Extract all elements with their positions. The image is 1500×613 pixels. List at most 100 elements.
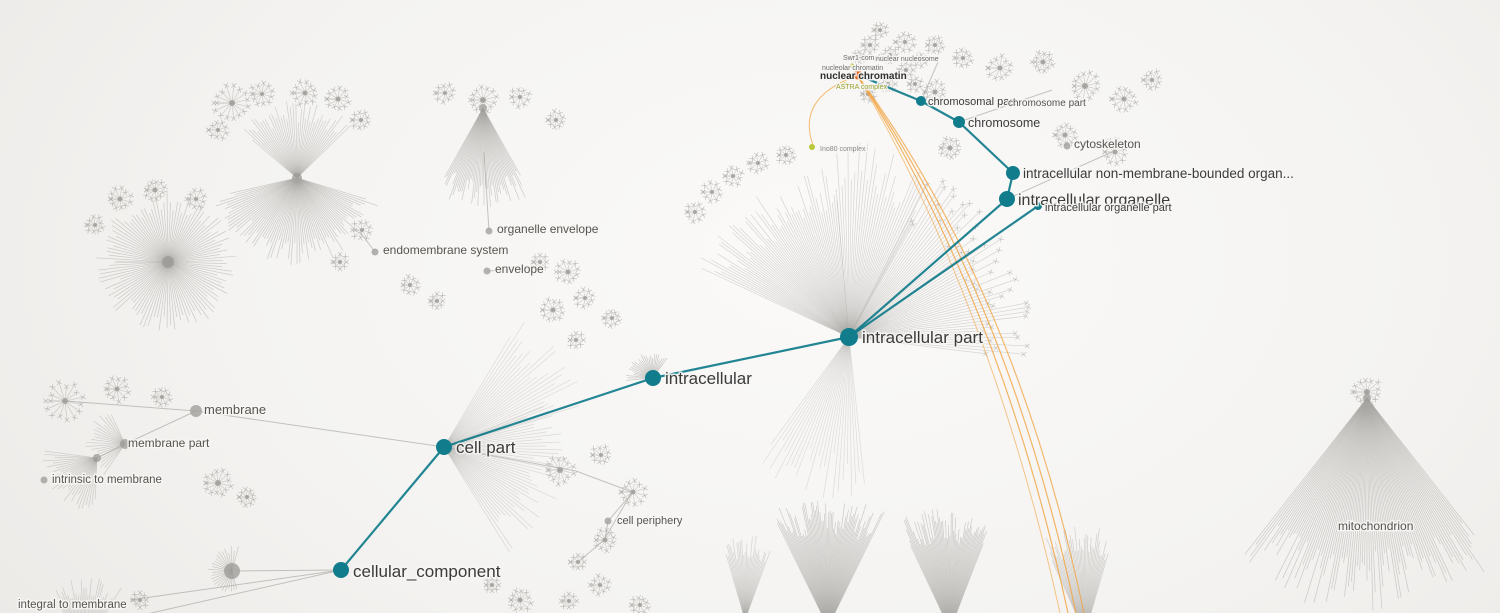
- cluster-core: [888, 53, 892, 57]
- orange-edge: [808, 75, 857, 146]
- cluster: [1063, 142, 1071, 150]
- node-intracellular-organelle[interactable]: [999, 191, 1015, 207]
- label-swr1-complex: Swr1-complex: [843, 55, 888, 62]
- cluster: [618, 477, 648, 508]
- gray-edge: [958, 89, 1053, 123]
- cluster-core: [886, 82, 890, 86]
- cluster-core: [229, 100, 235, 106]
- cluster-layer: [40, 21, 1485, 613]
- gray-edge: [483, 151, 490, 232]
- gray-edge: [359, 231, 376, 253]
- cluster: [85, 414, 130, 475]
- cluster: [722, 164, 745, 188]
- node-non-membrane-organelle[interactable]: [1006, 166, 1020, 180]
- label-cell-periphery: cell periphery: [617, 515, 683, 527]
- cluster: [330, 251, 349, 272]
- cluster-core: [435, 299, 439, 303]
- path-edge-layer: [340, 73, 1039, 571]
- cluster-core: [565, 269, 571, 275]
- cluster: [443, 406, 567, 552]
- label-integral-to-membrane: integral to membrane: [18, 599, 127, 611]
- node-chromosomal-part[interactable]: [916, 96, 926, 106]
- cluster-core: [638, 603, 642, 607]
- path-edge: [848, 198, 1008, 338]
- cluster: [243, 100, 351, 183]
- gray-edge: [577, 539, 605, 563]
- cluster: [400, 273, 421, 296]
- cluster-core: [550, 307, 556, 313]
- cluster-core: [1150, 78, 1154, 82]
- path-edge: [652, 335, 850, 380]
- label-intracellular-organelle-part: intracellular organelle part: [1045, 202, 1172, 214]
- cluster: [906, 75, 925, 94]
- cluster-core: [359, 118, 363, 122]
- cluster-core: [517, 597, 523, 603]
- cluster: [142, 179, 168, 202]
- cluster-core: [1112, 149, 1118, 155]
- label-endomembrane-system: endomembrane system: [383, 243, 508, 257]
- cluster: [593, 527, 617, 554]
- cluster-core: [338, 260, 342, 264]
- cluster-core: [443, 91, 447, 95]
- cluster: [545, 455, 578, 487]
- cluster: [879, 45, 900, 65]
- cluster: [553, 258, 581, 285]
- cluster: [859, 35, 880, 56]
- cluster-core: [216, 128, 220, 132]
- label-ino80-complex: Ino80 complex: [820, 146, 866, 153]
- cluster-core: [1121, 96, 1127, 102]
- node-intracellular-part[interactable]: [840, 328, 858, 346]
- orange-edge: [858, 77, 1069, 613]
- cluster-core: [574, 338, 578, 342]
- cluster-core: [567, 599, 571, 603]
- cluster: [567, 330, 587, 350]
- node-cellular-component[interactable]: [333, 562, 349, 578]
- orange-edge: [858, 77, 1077, 613]
- cluster: [848, 177, 1032, 357]
- cluster: [628, 595, 652, 613]
- node-intracellular[interactable]: [645, 370, 661, 386]
- node-cell-part[interactable]: [436, 439, 452, 455]
- cluster: [558, 591, 580, 610]
- cluster-core: [160, 395, 164, 399]
- label-non-membrane-organelle: intracellular non-membrane-bounded organ…: [1023, 166, 1294, 181]
- gray-edge: [124, 410, 197, 445]
- gray-edge: [231, 569, 342, 572]
- cluster-core: [693, 210, 697, 214]
- path-edge: [920, 100, 960, 123]
- node-intracellular-organelle-part[interactable]: [1034, 202, 1042, 210]
- gray-edge: [575, 470, 633, 493]
- cluster: [107, 185, 135, 212]
- node-chromosome[interactable]: [953, 116, 965, 128]
- label-membrane-part: membrane part: [128, 436, 210, 450]
- label-intracellular-part: intracellular part: [862, 328, 983, 347]
- cluster: [1102, 136, 1128, 167]
- cluster-core: [1040, 59, 1046, 65]
- cluster: [248, 80, 276, 108]
- cluster-core: [408, 283, 412, 287]
- cluster: [215, 177, 378, 265]
- path-edge: [443, 376, 654, 449]
- complex-node[interactable]: [809, 144, 815, 150]
- cluster-core: [215, 480, 221, 486]
- label-mitochondrion: mitochondrion: [1338, 519, 1413, 533]
- label-chromosome-part: chromosome part: [1008, 98, 1086, 109]
- path-edge: [857, 73, 922, 103]
- label-cell-part: cell part: [456, 438, 516, 457]
- complex-node[interactable]: [849, 63, 855, 69]
- cluster: [587, 572, 612, 597]
- node-nuclear-chromatin[interactable]: [853, 70, 863, 80]
- gray-edge: [96, 443, 126, 459]
- cluster-core: [583, 296, 587, 300]
- cluster: [444, 104, 526, 208]
- complex-node[interactable]: [842, 82, 848, 88]
- path-edge: [340, 446, 445, 571]
- cluster: [836, 142, 929, 338]
- cluster-core: [245, 495, 249, 499]
- cluster: [1029, 49, 1056, 74]
- cluster-core: [152, 187, 158, 193]
- cluster-core: [784, 153, 788, 157]
- cluster: [443, 322, 580, 448]
